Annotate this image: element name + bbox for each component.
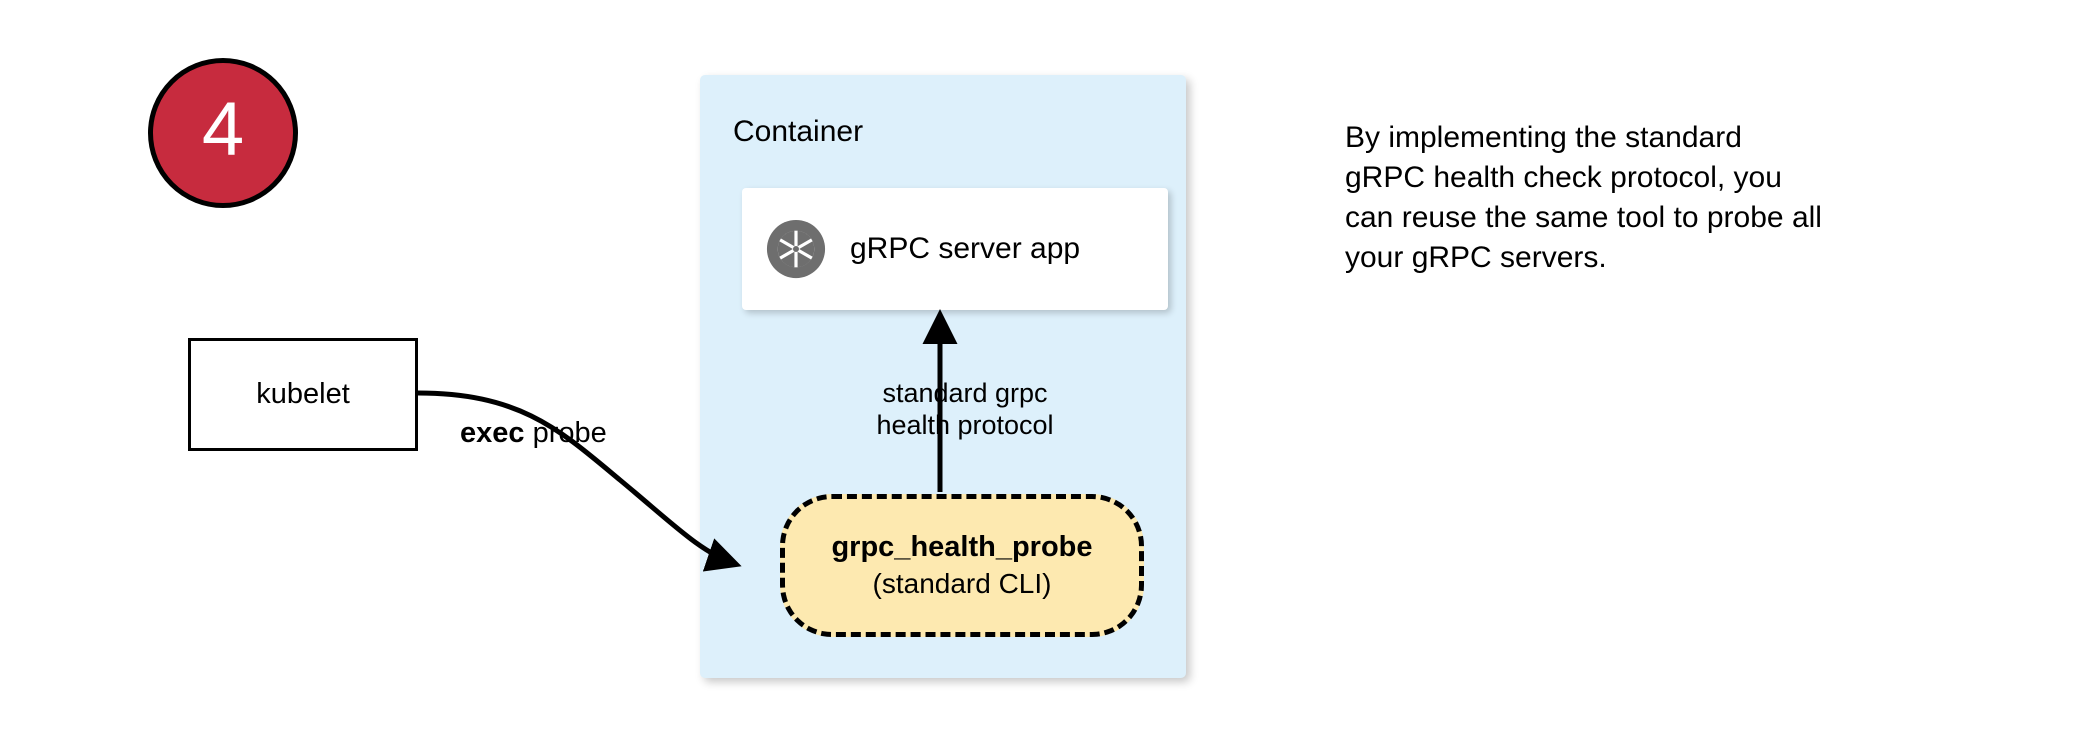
annotation-line: your gRPC servers. [1345, 240, 1607, 274]
exec-probe-edge-label: exec probe [460, 417, 607, 450]
annotation-line: gRPC health check protocol, you [1345, 160, 1782, 194]
container-panel-title: Container [733, 115, 864, 148]
health-protocol-edge-label: standard grpc health protocol [845, 378, 1085, 442]
kubelet-node-label: kubelet [256, 377, 350, 410]
grpc-health-probe-node: grpc_health_probe (standard CLI) [780, 494, 1144, 637]
grpc-aperture-icon [766, 219, 826, 279]
annotation-text: By implementing the standard gRPC health… [1345, 118, 1925, 278]
exec-probe-label-bold: exec [460, 417, 525, 449]
annotation-line: By implementing the standard [1345, 121, 1742, 154]
health-protocol-line-1: standard grpc [882, 378, 1048, 408]
health-protocol-line-2: health protocol [876, 409, 1054, 440]
exec-probe-label-rest: probe [524, 417, 607, 449]
grpc-server-app-card: gRPC server app [742, 188, 1168, 310]
grpc-health-probe-subtitle: (standard CLI) [872, 568, 1052, 600]
grpc-health-probe-title: grpc_health_probe [831, 531, 1093, 564]
kubelet-node: kubelet [188, 338, 418, 451]
annotation-line: can reuse the same tool to probe all [1345, 200, 1822, 234]
grpc-server-app-label: gRPC server app [850, 231, 1081, 265]
step-number-badge: 4 [148, 58, 298, 208]
step-number-label: 4 [201, 87, 245, 172]
